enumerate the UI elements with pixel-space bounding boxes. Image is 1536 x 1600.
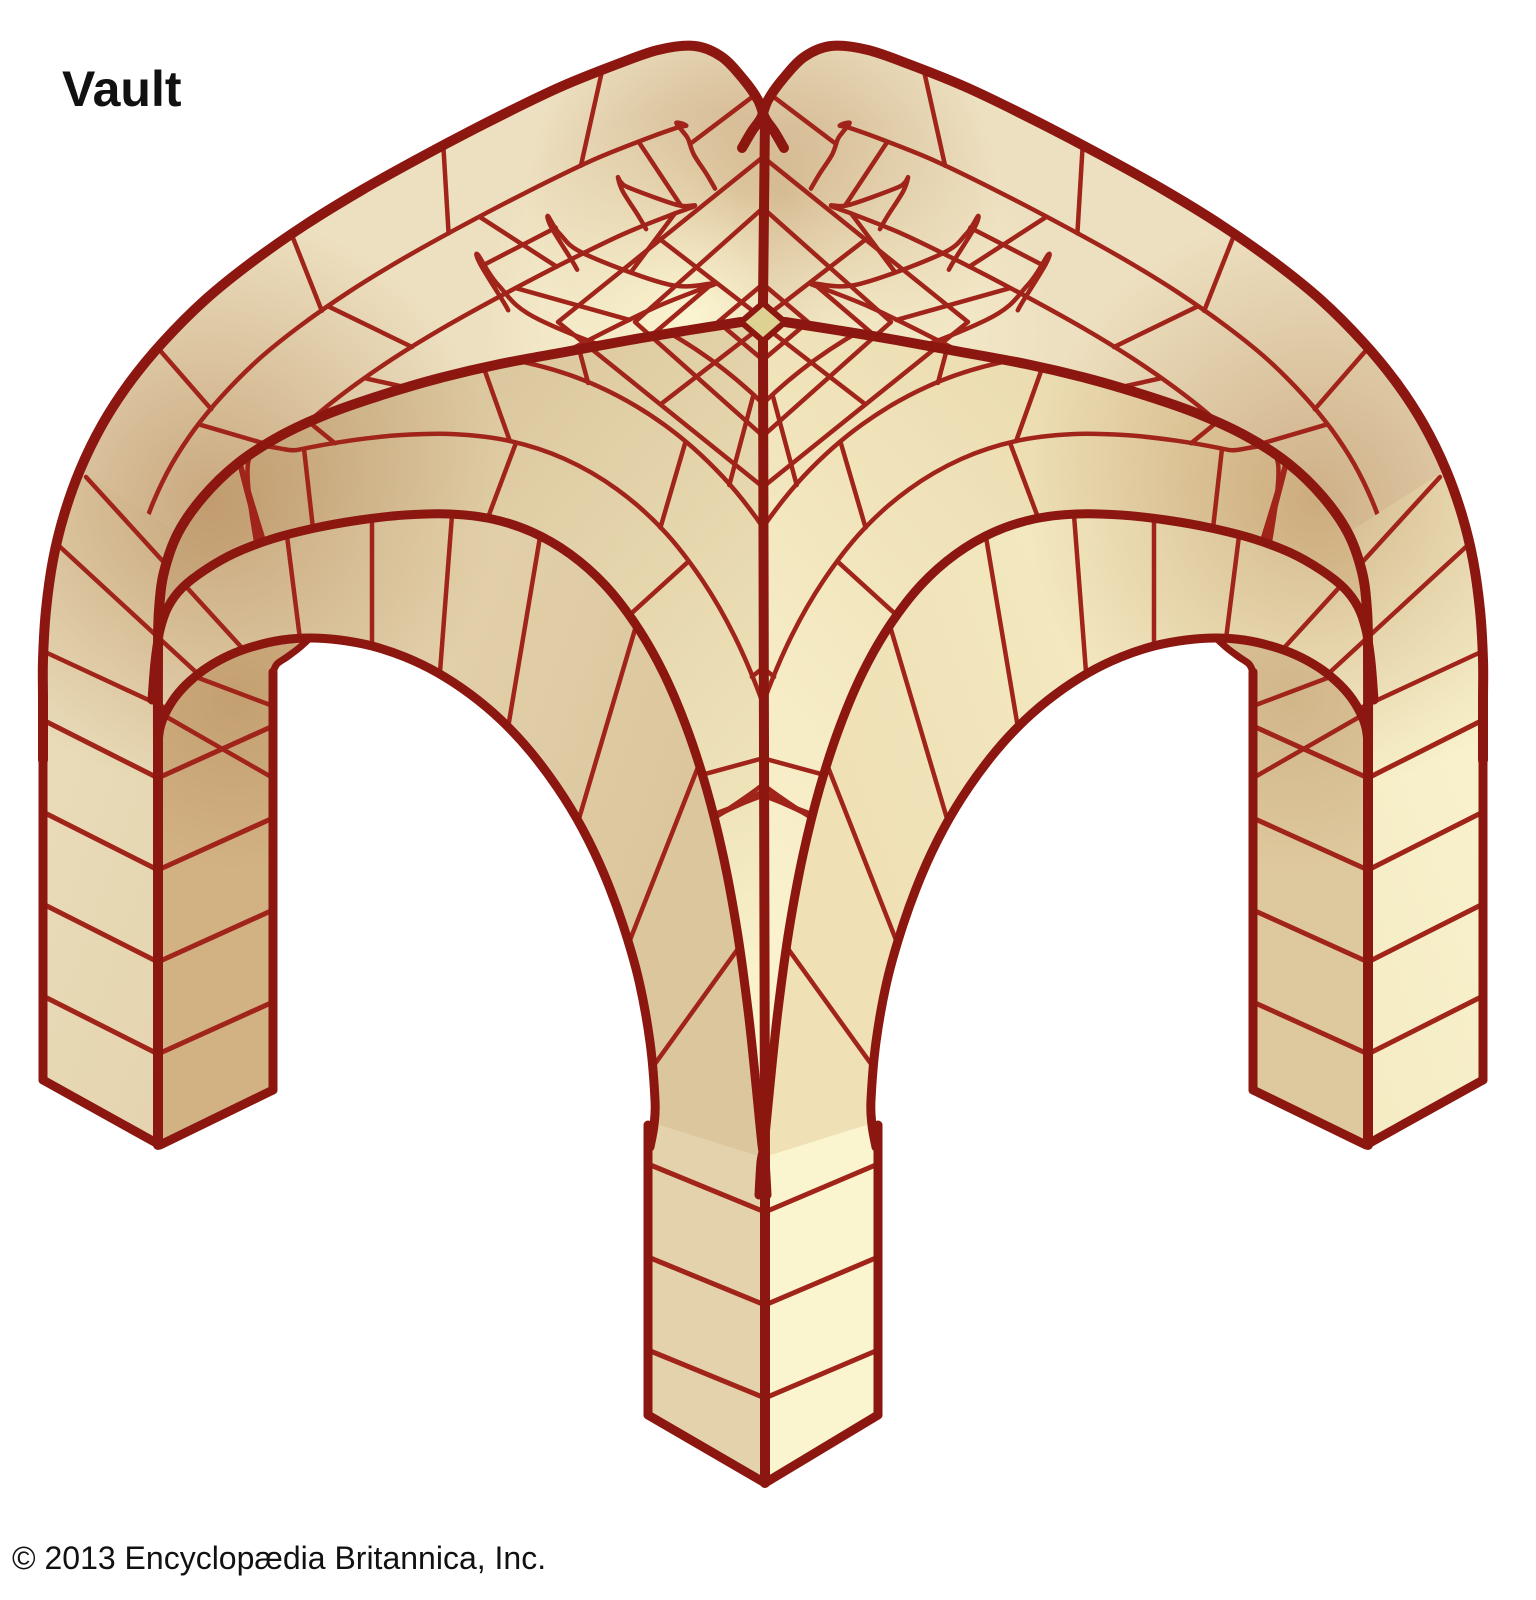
front-pier-right-face <box>761 1122 878 1483</box>
intrados-front-left <box>153 633 660 1152</box>
extrados-front-right <box>754 509 1379 1200</box>
intrados-front-right <box>866 633 1373 1152</box>
front-pier-left-face <box>648 1122 765 1483</box>
copyright-notice: © 2013 Encyclopædia Britannica, Inc. <box>12 1540 547 1576</box>
groin-front <box>758 336 770 1488</box>
groin-right <box>780 317 1374 1150</box>
groin-back <box>758 113 770 308</box>
figure-title: Vault <box>62 61 182 117</box>
groin-left <box>152 317 746 1150</box>
extrados-front-left <box>147 509 772 1200</box>
keystone <box>738 300 788 344</box>
silhouette-left-arch <box>37 40 789 765</box>
silhouette-right-arch <box>737 40 1489 765</box>
